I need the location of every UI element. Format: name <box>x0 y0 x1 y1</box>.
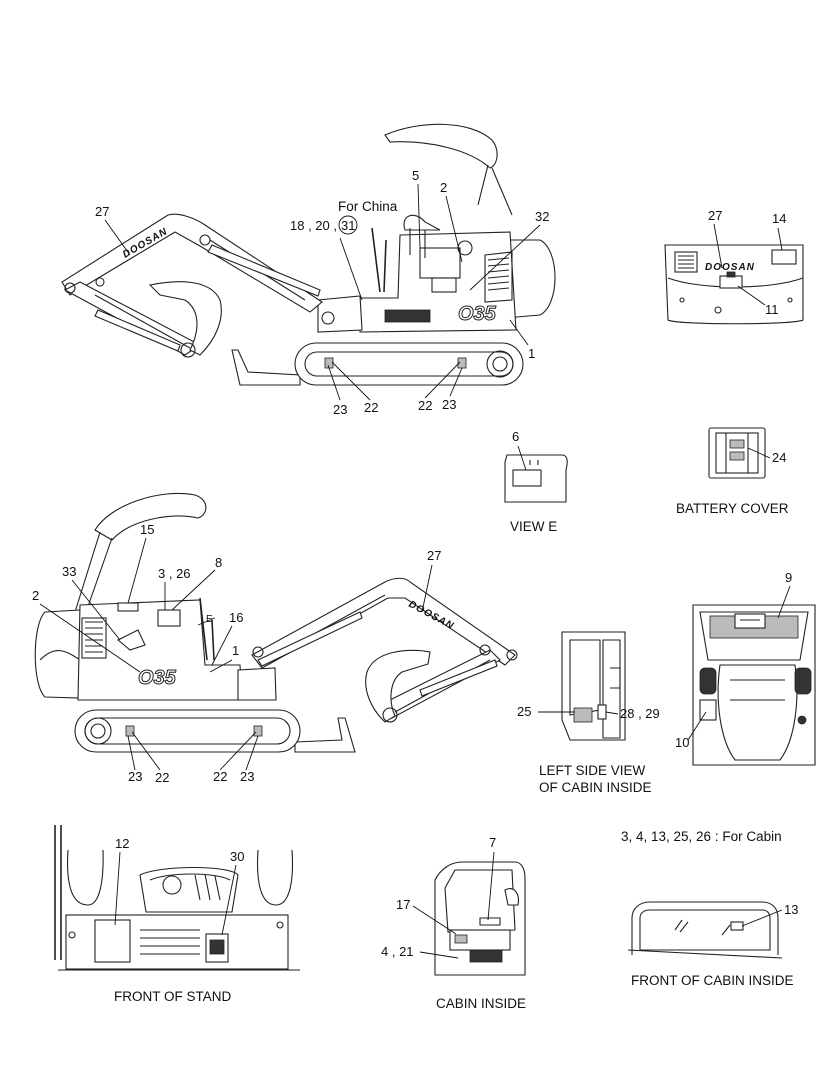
callout-14: 14 <box>772 211 786 226</box>
callout-12: 12 <box>115 836 129 851</box>
callout-15: 15 <box>140 522 154 537</box>
front-of-cabin-inside-caption: FRONT OF CABIN INSIDE <box>631 973 794 988</box>
callout-2-lower: 2 <box>32 588 39 603</box>
callout-22-lower-right: 22 <box>213 769 227 784</box>
cabin-note: 3, 4, 13, 25, 26 : For Cabin <box>621 829 782 844</box>
callout-4-21: 4 , 21 <box>381 944 414 959</box>
callout-33: 33 <box>62 564 76 579</box>
cabin-inside-caption: CABIN INSIDE <box>436 996 526 1011</box>
front-of-stand-view: 12 30 FRONT OF STAND <box>54 825 300 1004</box>
model-decal-lower: O35 <box>138 667 177 689</box>
callout-10: 10 <box>675 735 689 750</box>
callout-32: 32 <box>535 209 549 224</box>
callout-23-lower-right: 23 <box>240 769 254 784</box>
callout-30: 30 <box>230 849 244 864</box>
callout-13: 13 <box>784 902 798 917</box>
callout-22-left: 22 <box>364 400 378 415</box>
callout-27-lower: 27 <box>427 548 441 563</box>
cabin-inside-view: 7 17 4 , 21 CABIN INSIDE <box>381 835 526 1011</box>
battery-cover-logo: DOOSAN <box>705 262 755 273</box>
callout-5: 5 <box>412 168 419 183</box>
top-view-callouts: 27 For China 18 , 20 , 31 5 2 32 1 23 22… <box>95 168 549 417</box>
callout-18-20: 18 , 20 , <box>290 218 337 233</box>
callout-25: 25 <box>517 704 531 719</box>
callout-11: 11 <box>765 302 779 317</box>
callout-1-lower: 1 <box>232 643 239 658</box>
left-side-view-caption-2: OF CABIN INSIDE <box>539 780 652 795</box>
view-e: 6 VIEW E <box>504 429 568 534</box>
callout-31: 31 <box>341 218 355 233</box>
view-e-caption: VIEW E <box>510 519 557 534</box>
callout-28-29: 28 , 29 <box>620 706 660 721</box>
battery-cover-view: 24 BATTERY COVER <box>676 427 789 516</box>
callout-1: 1 <box>528 346 535 361</box>
for-china-label: For China <box>338 199 398 214</box>
callout-23-left: 23 <box>333 402 347 417</box>
callout-31-circle <box>338 215 358 235</box>
callout-7: 7 <box>489 835 496 850</box>
callout-23-lower-left: 23 <box>128 769 142 784</box>
model-decal: O35 <box>458 303 497 325</box>
callout-2: 2 <box>440 180 447 195</box>
left-side-view-cabin: 25 28 , 29 LEFT SIDE VIEW OF CABIN INSID… <box>517 631 660 795</box>
battery-cover-caption: BATTERY COVER <box>676 501 789 516</box>
callout-22-lower-left: 22 <box>155 770 169 785</box>
callout-17: 17 <box>396 897 410 912</box>
battery-cover-top-view: DOOSAN 27 14 11 <box>664 208 804 325</box>
front-of-cabin-inside-view: 13 FRONT OF CABIN INSIDE <box>627 901 798 988</box>
callout-27: 27 <box>95 204 109 219</box>
callout-9: 9 <box>785 570 792 585</box>
top-excavator-view: DOOSAN O35 <box>61 123 556 386</box>
callout-23-right: 23 <box>442 397 456 412</box>
front-of-stand-caption: FRONT OF STAND <box>114 989 231 1004</box>
callout-22-right: 22 <box>418 398 432 413</box>
callout-6: 6 <box>512 429 519 444</box>
lower-excavator-view: O35 E DOOSAN <box>34 492 518 753</box>
operator-seat-view: 9 10 <box>675 570 816 766</box>
callout-16: 16 <box>229 610 243 625</box>
callout-27-battery: 27 <box>708 208 722 223</box>
lower-view-callouts: 15 8 3 , 26 33 2 16 1 27 23 22 22 23 <box>32 522 441 785</box>
view-e-marker: E <box>206 614 213 625</box>
callout-3-26: 3 , 26 <box>158 566 191 581</box>
left-side-view-caption-1: LEFT SIDE VIEW <box>539 763 646 778</box>
callout-24: 24 <box>772 450 786 465</box>
callout-8: 8 <box>215 555 222 570</box>
